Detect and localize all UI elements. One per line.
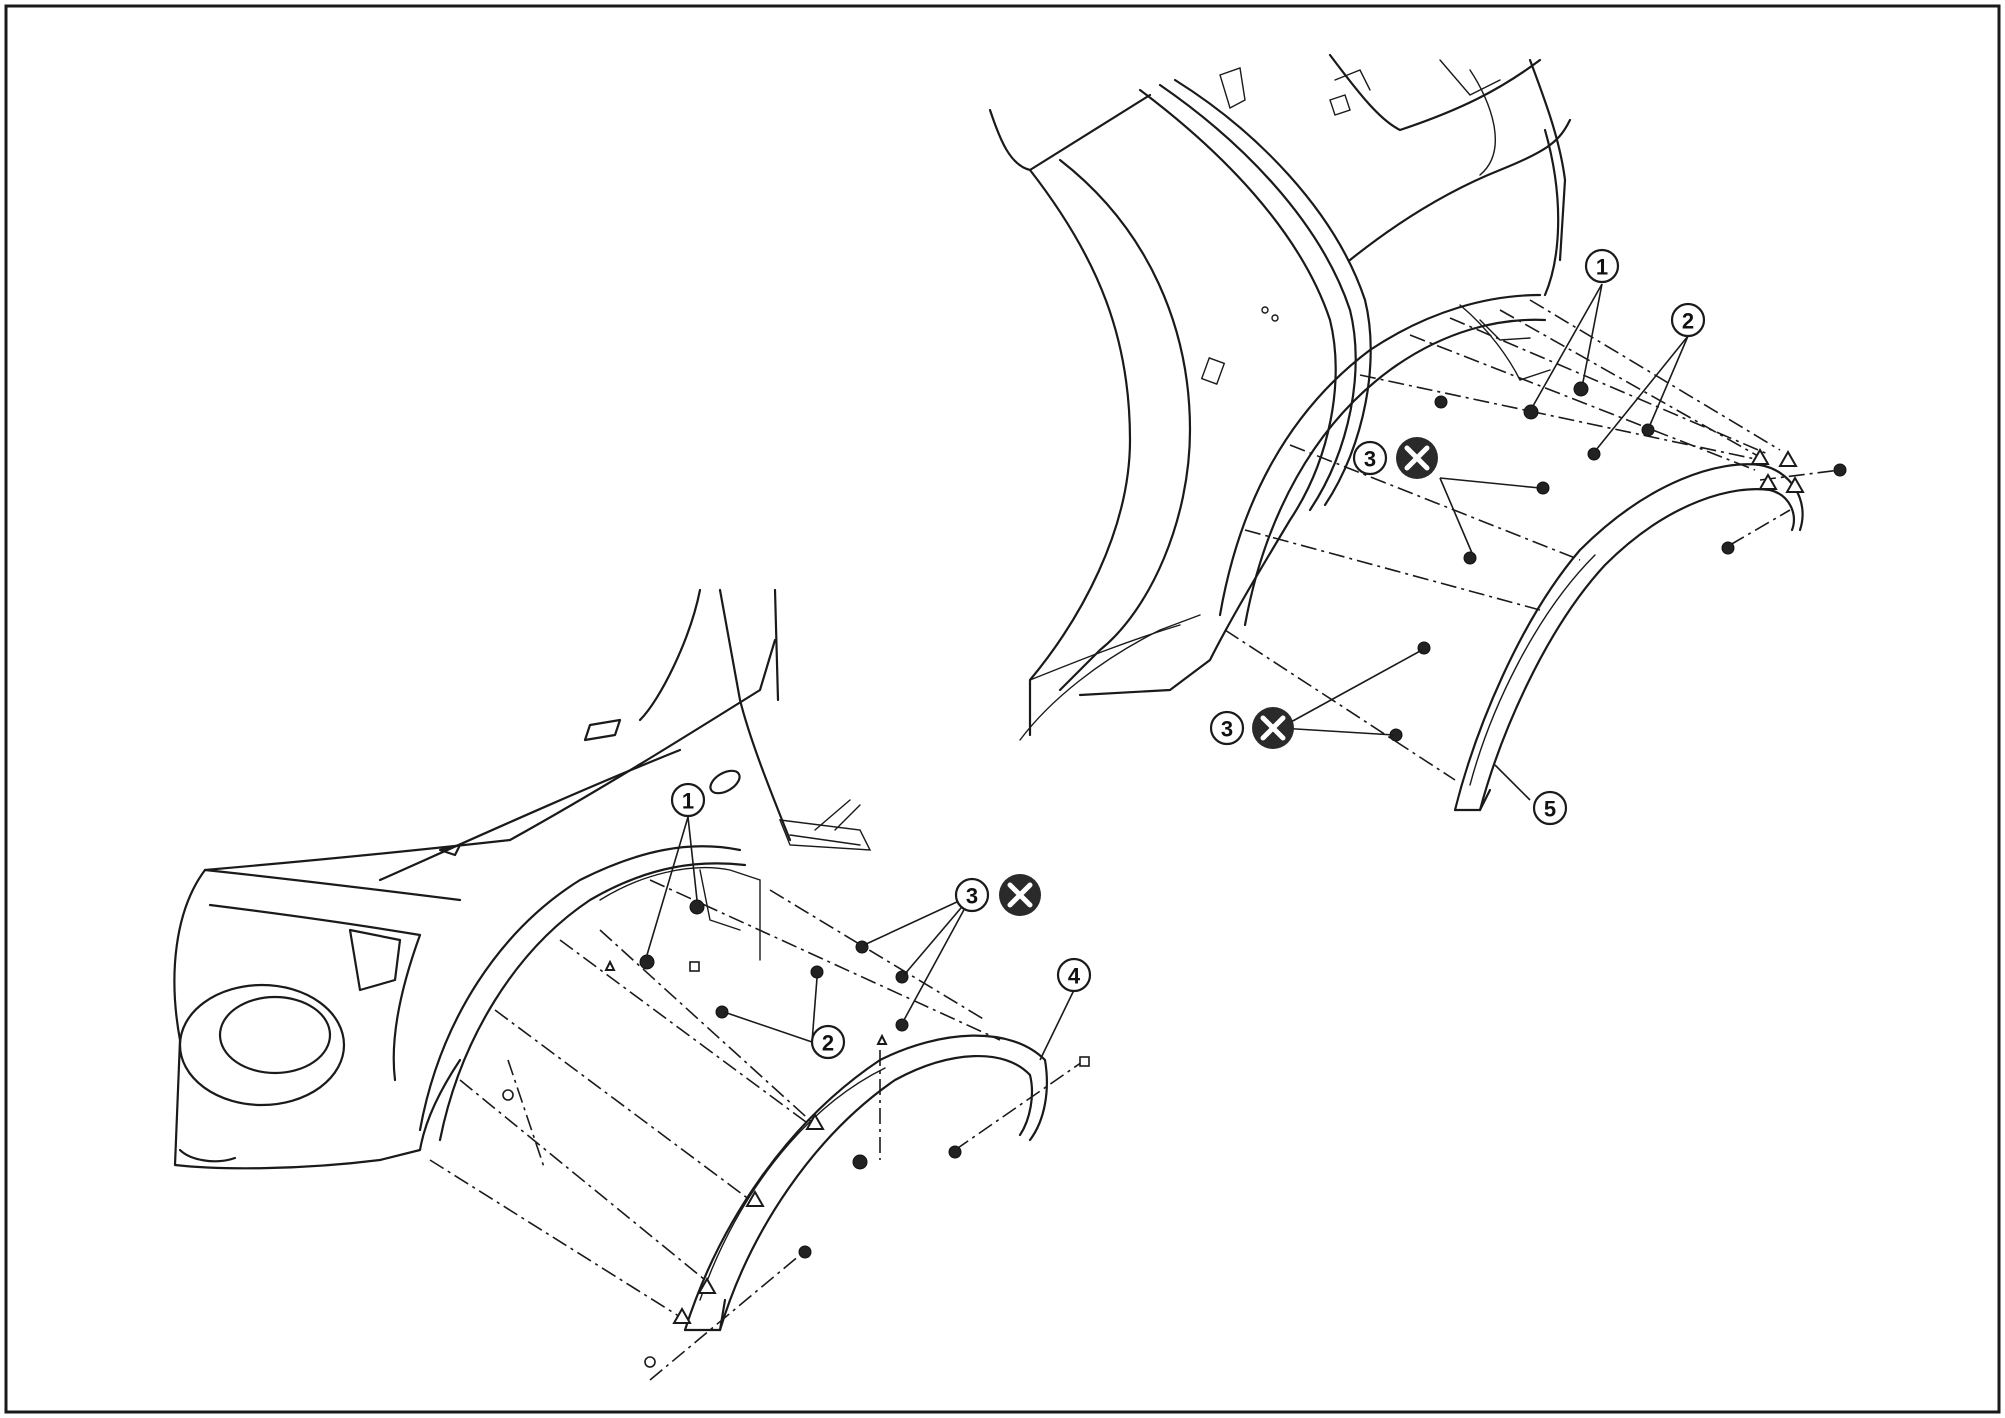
clip-triangle-marker (604, 959, 616, 971)
clip-triangle-marker (876, 1033, 888, 1045)
callout-2-front: 2 (810, 1024, 846, 1060)
svg-text:1: 1 (682, 789, 694, 814)
circled-x-icon (999, 874, 1041, 916)
svg-text:2: 2 (1682, 309, 1694, 334)
clip-triangle-marker (745, 1189, 765, 1207)
front-assembly-lines (429, 879, 1086, 1381)
clip-3c (895, 1018, 909, 1032)
callout-2-rear: 2 (1670, 302, 1706, 338)
callout-3-rear-upper: 3 (1352, 440, 1388, 476)
clip-circle-marker (644, 1356, 656, 1368)
svg-text:3: 3 (1364, 447, 1376, 472)
svg-text:4: 4 (1068, 964, 1081, 989)
svg-text:3: 3 (966, 884, 978, 909)
clip-2b (1587, 447, 1601, 461)
clip-2b (715, 1005, 729, 1019)
clip-3a (855, 940, 869, 954)
callout-1-front: 1 (670, 782, 706, 818)
svg-text:5: 5 (1544, 797, 1556, 822)
rear-wheel-arch-molding (1453, 463, 1804, 812)
clip-1a (689, 899, 705, 915)
screw-rear (1721, 541, 1735, 555)
clip-1b (639, 954, 655, 970)
rear-leaders (1279, 283, 1689, 801)
callout-3-front: 3 (954, 877, 990, 913)
rear-fasteners (1389, 381, 1847, 742)
clip-triangle-marker (697, 1276, 717, 1294)
clip-triangle-marker (1778, 449, 1798, 467)
rear-assembly-lines (1224, 299, 1841, 781)
clip-3b (1463, 551, 1477, 565)
clip-1b (1523, 404, 1539, 420)
front-wheel-arch-molding (683, 1034, 1048, 1332)
clip-2a (810, 965, 824, 979)
front-leaders (646, 816, 1075, 1061)
screw-front-b (798, 1245, 812, 1259)
svg-text:3: 3 (1221, 717, 1233, 742)
callout-5: 5 (1532, 790, 1568, 826)
screw-front-a (852, 1154, 868, 1170)
rear-fender-illustration (988, 53, 1572, 741)
clip-triangle-marker (805, 1112, 825, 1130)
circled-x-icon (1252, 707, 1294, 749)
clip-square-marker (1079, 1056, 1090, 1067)
clip-square-marker (689, 961, 700, 972)
clip-triangle-marker (1785, 475, 1805, 493)
clip-2a (1641, 423, 1655, 437)
screw-front-c (948, 1145, 962, 1159)
callout-1-rear: 1 (1584, 248, 1620, 284)
clip-1a (1573, 381, 1589, 397)
front-fender-illustration (173, 588, 872, 1170)
circled-x-icon (1396, 437, 1438, 479)
svg-text:1: 1 (1596, 255, 1608, 280)
clip-3c (1417, 641, 1431, 655)
callout-3-rear-lower: 3 (1209, 710, 1245, 746)
clip-triangle-marker (1750, 447, 1770, 465)
clip-triangle-marker (1758, 472, 1778, 490)
diagram-frame (4, 4, 2001, 1414)
front-fasteners (502, 899, 1090, 1368)
clip-rear-b (1833, 463, 1847, 477)
callout-4: 4 (1056, 957, 1092, 993)
clip-circle-marker (502, 1089, 514, 1101)
clip-rear-a (1434, 395, 1448, 409)
svg-text:2: 2 (822, 1031, 834, 1056)
clip-triangle-marker (672, 1306, 692, 1324)
